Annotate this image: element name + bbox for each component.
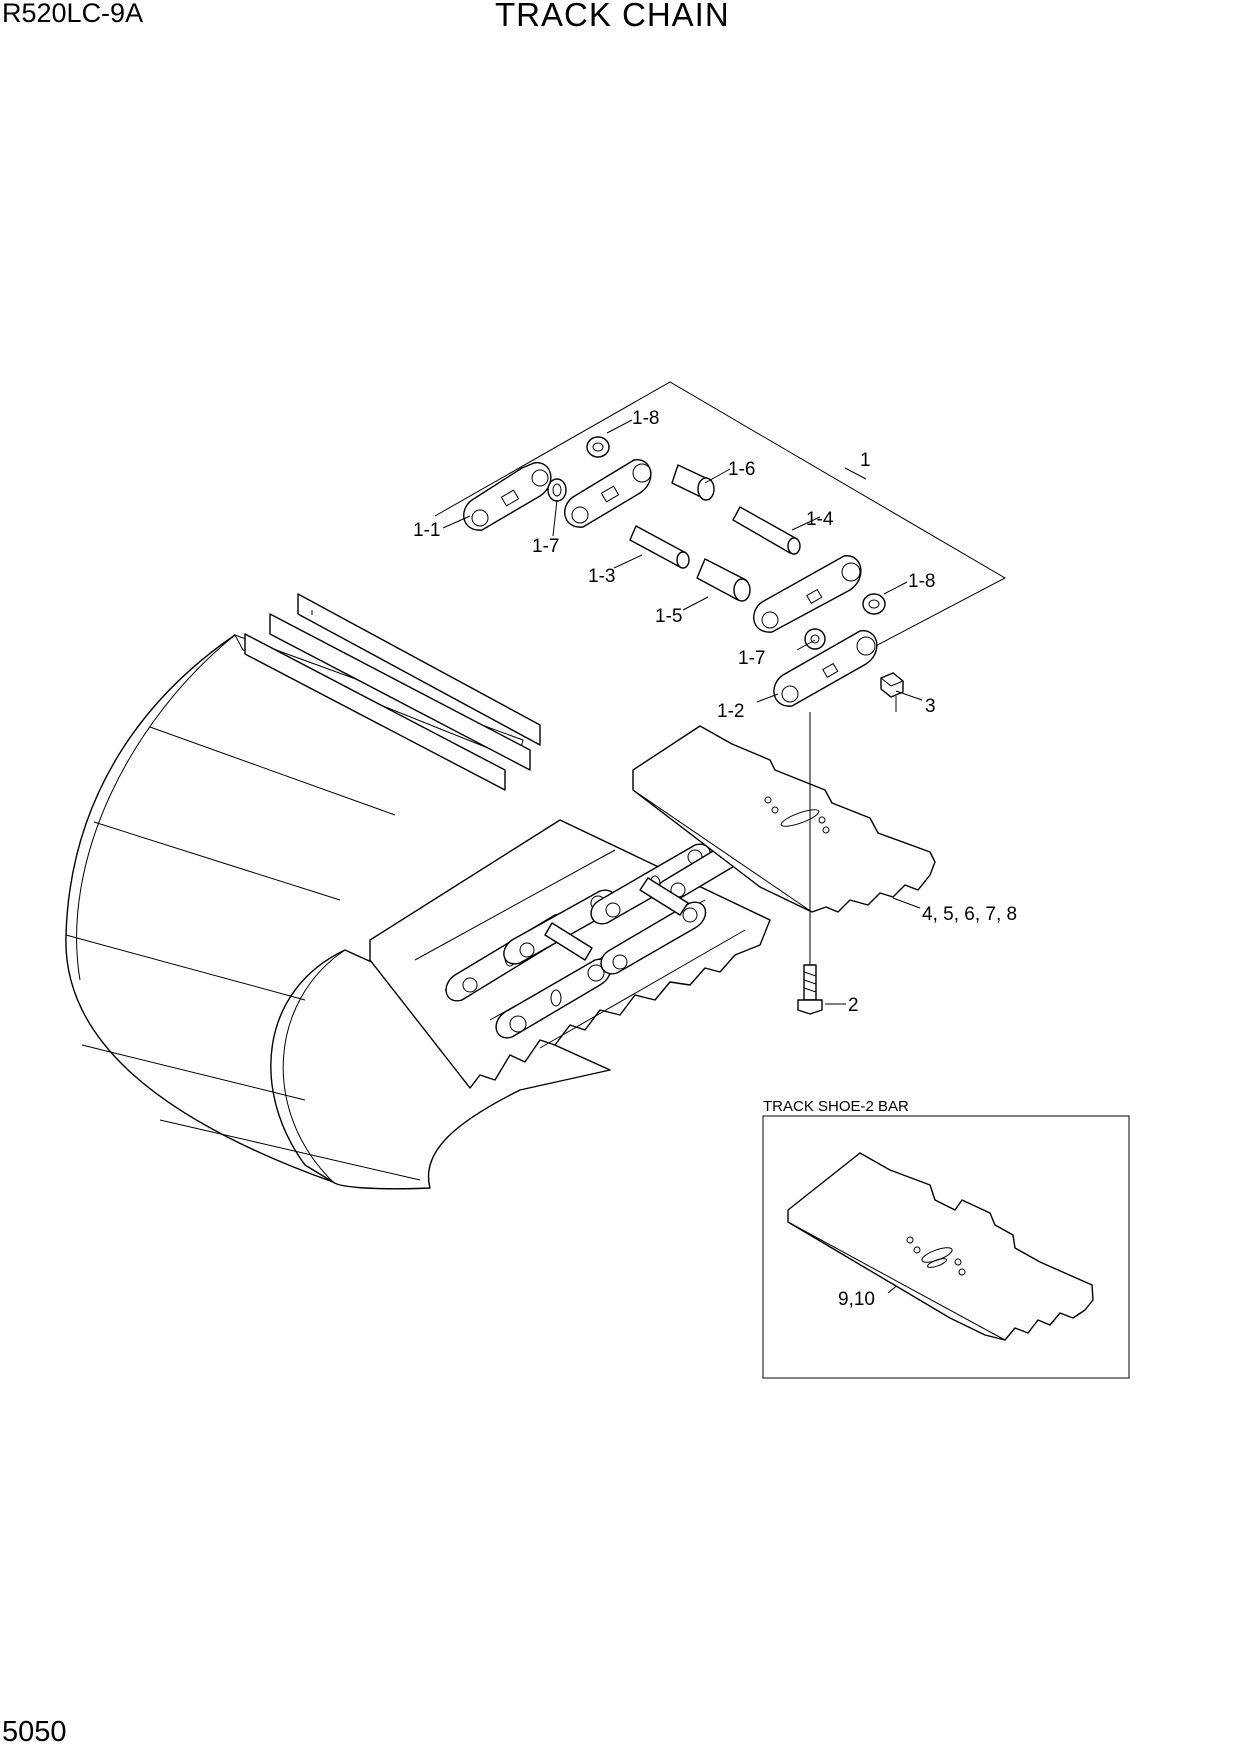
callout-1-2: 1-2 [717,701,744,722]
callout-1-4: 1-4 [806,509,834,530]
callout-1-5: 1-5 [655,606,682,627]
assembled-track-chain [65,593,771,1190]
inset-frame [762,1115,1130,1379]
seal-1-7-lower [804,628,826,650]
bushing-1-6 [671,464,715,501]
model-number: R520LC-9A [2,0,144,28]
callout-1-8-upper: 1-8 [632,408,659,429]
callout-2: 2 [848,995,859,1016]
link-1-2-upper [753,555,862,633]
link-1-1-mate [564,459,652,528]
callout-4-5-6-7-8: 4, 5, 6, 7, 8 [922,904,1017,925]
link-1-1 [463,462,552,531]
link-1-2-lower [773,630,878,707]
pin-1-3 [629,525,690,569]
bolt-2 [797,964,823,1015]
callout-1-1: 1-1 [413,520,440,541]
callout-1-7-lower: 1-7 [738,648,765,669]
callout-3: 3 [925,696,936,717]
seal-1-7-upper [547,478,567,502]
track-shoe-4-8 [632,725,936,913]
spacer-1-8-upper [586,436,610,458]
callout-9-10: 9,10 [838,1289,875,1310]
callout-1-7-upper: 1-7 [532,536,559,557]
callout-1-3: 1-3 [588,566,615,587]
spacer-1-8-lower [862,593,886,615]
nut-3 [880,672,904,698]
bushing-1-5 [696,558,751,602]
page-title: TRACK CHAIN [495,0,730,33]
pin-1-4 [732,506,801,555]
page-number: 5050 [2,1716,67,1748]
callout-1: 1 [860,450,871,471]
callout-1-6: 1-6 [728,459,755,480]
assembly-bracket-1 [434,381,1007,673]
inset-label: TRACK SHOE-2 BAR [763,1098,909,1115]
inset-track-shoe-2-bar: TRACK SHOE-2 BAR 9,10 [762,1098,1130,1379]
chain-link-lower-b [600,901,707,975]
callout-1-8-lower: 1-8 [908,571,935,592]
